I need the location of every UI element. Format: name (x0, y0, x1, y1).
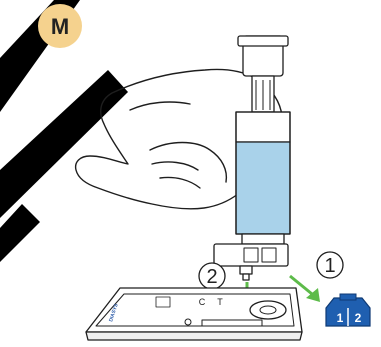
dropper-liquid (235, 141, 291, 235)
test-cassette (85, 287, 303, 341)
cassette-qr (155, 296, 171, 308)
cap-label-1: 1 (337, 311, 344, 325)
cassette-marker-c: C (199, 297, 206, 307)
cassette-brand: DIASYS (108, 302, 120, 322)
cap-label-2: 2 (355, 311, 362, 325)
blue-cap (325, 293, 371, 327)
step-2-label: 2 (206, 266, 217, 288)
step-1-marker: 1 (316, 251, 344, 279)
badge-letter: M (51, 14, 69, 39)
step-1-label: 1 (324, 255, 335, 277)
result-window (201, 319, 263, 327)
mode-badge: M (38, 4, 82, 48)
sample-dropper (213, 35, 291, 281)
badge-circle (38, 4, 82, 48)
step-2-marker: 2 (198, 262, 226, 290)
cassette-marker-t: T (217, 297, 223, 307)
arrow-to-cap (289, 274, 320, 302)
